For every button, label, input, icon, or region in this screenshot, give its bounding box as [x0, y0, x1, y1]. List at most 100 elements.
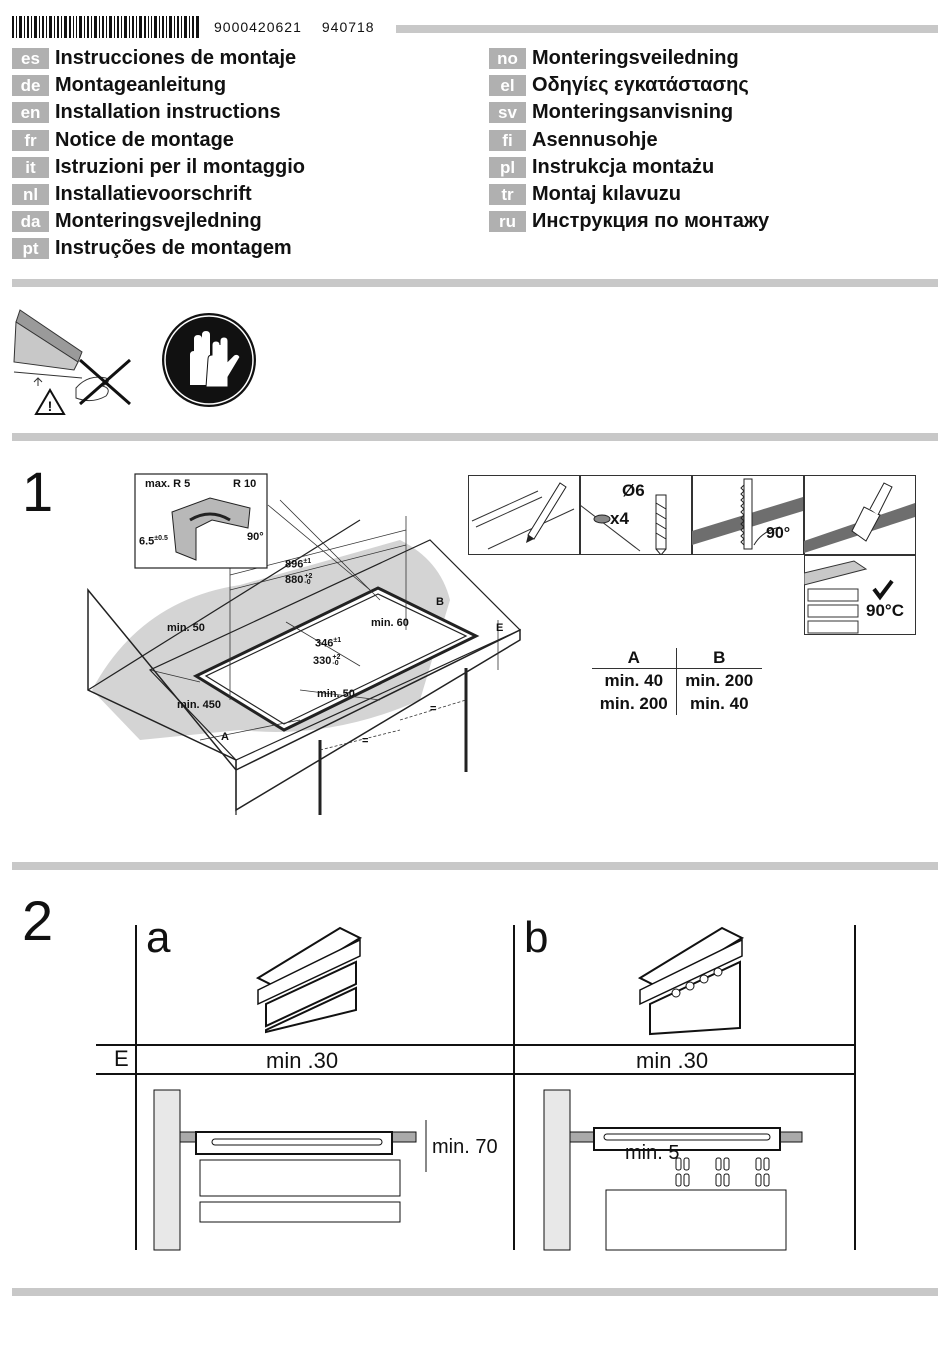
language-code-badge: ru: [489, 211, 526, 233]
dimension-a-label: A: [221, 731, 229, 743]
language-code-badge: pl: [489, 156, 526, 178]
language-item: es Instrucciones de montaje: [12, 45, 305, 72]
language-list-left: es Instrucciones de montaje de Montageanle…: [12, 45, 305, 263]
table-cell: min. 40: [592, 669, 677, 692]
variant-a-min-e: min .30: [266, 1048, 339, 1073]
language-title: Notice de montage: [55, 128, 234, 151]
language-item: ru Инструкция по монтажу: [489, 208, 769, 235]
clearance-table: A B min. 40 min. 200 min. 200 min. 40: [592, 648, 762, 715]
language-title: Οδηγίες εγκατάστασης: [532, 74, 749, 97]
step-number: 2: [22, 889, 54, 952]
variant-b-min-e: min .30: [636, 1048, 709, 1073]
min-450-label: min. 450: [177, 699, 222, 711]
language-item: tr Montaj kılavuzu: [489, 181, 769, 208]
section-rule: [12, 1288, 938, 1296]
cutout-depth-value: 330: [313, 655, 332, 667]
cutout-width-tol-minus: -0: [304, 579, 311, 587]
min-50-left-label: min. 50: [167, 622, 205, 634]
cutout-depth-tol-plus: +2: [332, 654, 341, 662]
language-code-badge: pt: [12, 238, 49, 260]
language-item: de Montageanleitung: [12, 72, 305, 99]
language-code-badge: fr: [12, 129, 49, 151]
language-code-badge: nl: [12, 184, 49, 206]
language-title: Installation instructions: [55, 101, 281, 124]
barcode: [12, 16, 199, 38]
min-60-label: min. 60: [371, 617, 409, 629]
variant-a-letter: a: [146, 913, 171, 962]
thickness-tolerance: ±0.5: [154, 535, 168, 542]
dimension-b-label: B: [436, 596, 444, 608]
language-title: Montageanleitung: [55, 74, 227, 97]
language-title: Istruzioni per il montaggio: [55, 155, 305, 178]
header-rule: [396, 25, 938, 33]
language-code-badge: tr: [489, 184, 526, 206]
section-rule: [12, 862, 938, 870]
thickness-label: 6.5±0.5: [139, 535, 168, 548]
screw-count-label: x4: [610, 509, 629, 528]
language-item: da Monteringsvejledning: [12, 208, 305, 235]
cutout-width-dim: 880+2-0: [285, 573, 313, 587]
language-code-badge: da: [12, 211, 49, 233]
no-lifting-by-edge-warning-icon: !: [13, 309, 131, 415]
outer-depth-dim: 346±1: [315, 637, 341, 650]
equal-spacing-label: =: [430, 703, 437, 715]
table-cell: min. 200: [592, 692, 677, 715]
column-a-header: A: [592, 648, 677, 668]
min-50-front-label: min. 50: [317, 688, 355, 700]
language-item: no Monteringsveiledning: [489, 45, 769, 72]
language-title: Monteringsveiledning: [532, 47, 739, 70]
saw-panel: [692, 475, 804, 555]
language-title: Monteringsanvisning: [532, 101, 734, 124]
seal-edges-panel: [804, 475, 916, 555]
language-title: Instruções de montagem: [55, 237, 292, 260]
outer-width-value: 896: [285, 558, 304, 571]
clearance-e-label: E: [114, 1046, 129, 1071]
outer-depth-value: 346: [315, 637, 334, 650]
variant-b-gap-label: min. 5: [625, 1142, 680, 1164]
language-code-badge: fi: [489, 129, 526, 151]
language-item: fr Notice de montage: [12, 127, 305, 154]
temperature-label: 90°C: [866, 601, 904, 620]
language-code-badge: de: [12, 75, 49, 97]
language-item: pt Instruções de montagem: [12, 235, 305, 262]
language-title: Installatievoorschrift: [55, 183, 252, 206]
thickness-value: 6.5: [139, 535, 155, 548]
heat-resistant-panel: [804, 555, 916, 635]
mark-cutout-panel: [468, 475, 580, 555]
language-title: Montaj kılavuzu: [532, 183, 681, 206]
doc-number: 9000420621: [214, 19, 302, 35]
svg-text:!: !: [48, 398, 53, 414]
installation-variants-diagram: [96, 925, 856, 1251]
table-row: min. 40 min. 200: [592, 669, 762, 692]
outer-width-tolerance: ±1: [303, 558, 312, 565]
variant-b-letter: b: [524, 913, 549, 962]
column-b-header: B: [713, 648, 726, 667]
cutout-width-tol-plus: +2: [304, 573, 313, 581]
cutout-dimension-diagram: [87, 473, 522, 815]
cutout-depth-tol-minus: -0: [332, 660, 339, 668]
language-title: Instrucciones de montaje: [55, 47, 297, 70]
dimension-e-label: E: [496, 622, 504, 634]
doc-code: 940718: [321, 19, 375, 35]
table-header: A B: [592, 648, 762, 669]
cutout-depth-dim: 330+2-0: [313, 654, 341, 668]
language-code-badge: no: [489, 48, 526, 70]
language-title: Инструкция по монтажу: [532, 210, 770, 233]
detail-angle-label: 90°: [247, 531, 264, 543]
section-rule: [12, 279, 938, 287]
table-row: min. 200 min. 40: [592, 692, 762, 715]
drill-size-label: Ø6: [622, 481, 645, 500]
outer-width-dim: 896±1: [285, 558, 311, 571]
table-cell: min. 40: [689, 694, 749, 713]
language-title: Monteringsvejledning: [55, 210, 262, 233]
section-rule: [12, 433, 938, 441]
wear-gloves-icon: [162, 313, 256, 407]
language-code-badge: es: [12, 48, 49, 70]
